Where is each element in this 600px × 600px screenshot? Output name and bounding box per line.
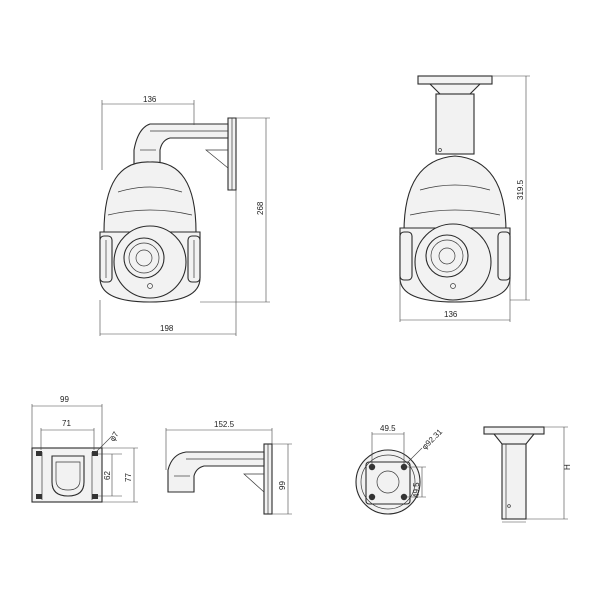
pendant-mount-dimensions: H [502, 426, 572, 523]
wall-plate-dimensions: 99 71 φ7 62 77 [31, 395, 138, 503]
dim-pendant-mount-height: H [563, 464, 572, 470]
bracket-arm-dimensions: 152.5 99 [165, 420, 292, 515]
dim-plate-hole-diameter: φ7 [108, 430, 121, 443]
dim-arm-plate-height: 99 [278, 481, 287, 490]
dim-flange-hole-spacing-x: 49.5 [380, 424, 396, 433]
dim-plate-hole-spacing-y: 62 [103, 471, 112, 480]
pendant-mount-view [483, 426, 545, 520]
dim-side-total-height: 268 [256, 201, 265, 215]
pendant-view-dimensions: 319.5 136 [399, 75, 530, 322]
dim-arm-length: 152.5 [214, 420, 235, 429]
bracket-arm-side-view [167, 443, 273, 515]
side-view-camera [99, 117, 237, 303]
dim-pendant-width: 136 [444, 310, 458, 319]
side-view-dimensions: 136 268 198 [99, 95, 270, 336]
dim-pendant-total-height: 319.5 [516, 179, 525, 200]
dim-flange-pcd: φ92.31 [420, 427, 445, 452]
dim-plate-height: 77 [124, 473, 133, 482]
dim-plate-hole-spacing-x: 71 [62, 419, 71, 428]
wall-plate-front-view [31, 447, 103, 503]
dim-flange-hole-spacing-y: 49.5 [412, 482, 421, 498]
dim-side-total-width: 198 [160, 324, 174, 333]
pendant-view-camera [399, 75, 511, 303]
dim-side-bracket-width: 136 [143, 95, 157, 104]
dim-plate-width: 99 [60, 395, 69, 404]
